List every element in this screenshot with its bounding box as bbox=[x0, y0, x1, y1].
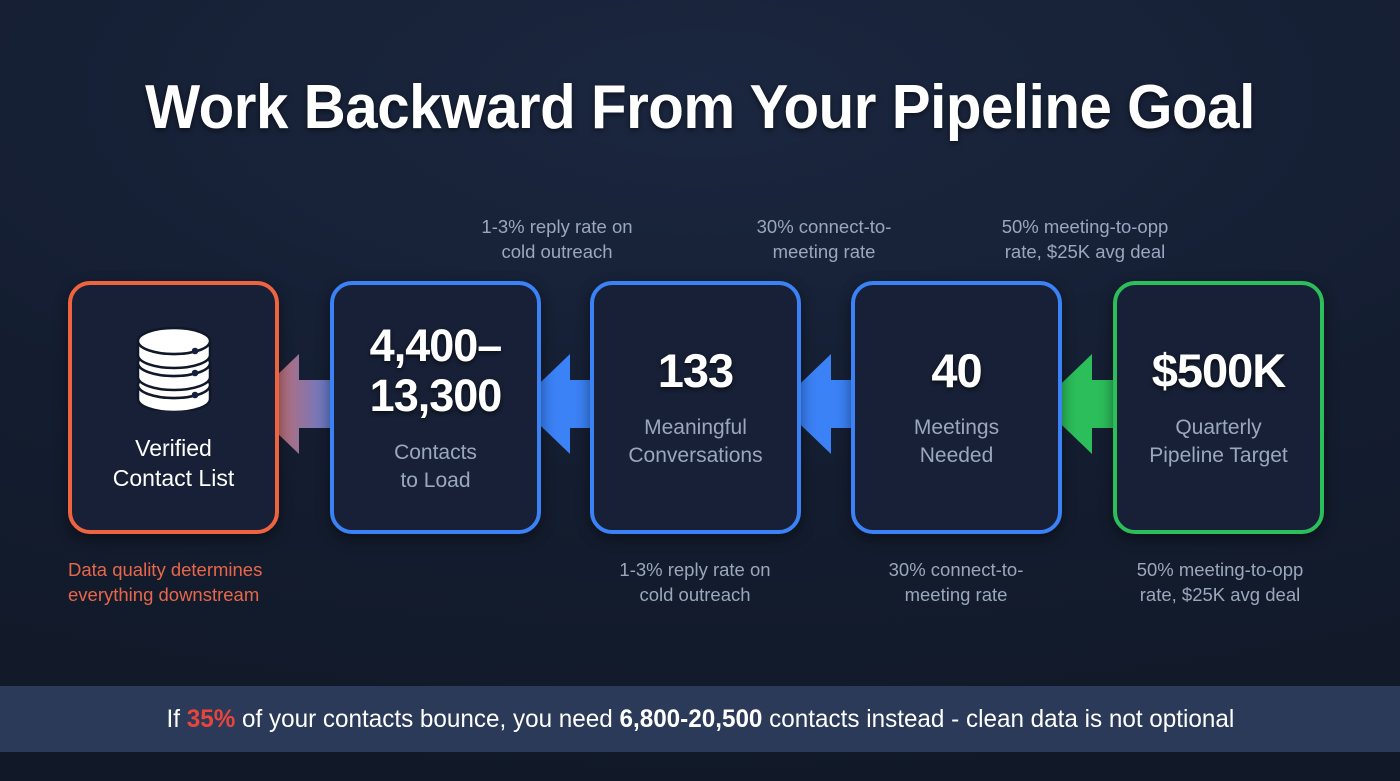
card-meetings-needed[interactable]: 40 Meetings Needed bbox=[851, 281, 1062, 534]
caption-data-quality: Data quality determines everything downs… bbox=[68, 559, 263, 605]
database-icon bbox=[132, 323, 216, 411]
card-value-quarterly-pipeline-target: $500K bbox=[1151, 344, 1286, 397]
caption-bottom-1: 1-3% reply rate on cold outreach bbox=[619, 559, 771, 605]
card-value-contacts-to-load: 4,400– 13,300 bbox=[369, 319, 503, 421]
card-label-contacts-to-load: Contacts to Load bbox=[394, 440, 477, 492]
caption-bottom-3: 50% meeting-to-opp rate, $25K avg deal bbox=[1136, 559, 1304, 605]
caption-top-3: 50% meeting-to-opp rate, $25K avg deal bbox=[1001, 216, 1169, 262]
caption-bottom-2: 30% connect-to- meeting rate bbox=[888, 559, 1024, 605]
caption-top-1: 1-3% reply rate on cold outreach bbox=[481, 216, 633, 262]
banner-text: If 35% of your contacts bounce, you need… bbox=[166, 705, 1234, 734]
card-quarterly-pipeline-target[interactable]: $500K Quarterly Pipeline Target bbox=[1113, 281, 1324, 534]
caption-top-2: 30% connect-to- meeting rate bbox=[756, 216, 892, 262]
card-label-quarterly-pipeline-target: Quarterly Pipeline Target bbox=[1149, 416, 1288, 467]
card-label-meetings-needed: Meetings Needed bbox=[913, 416, 1000, 467]
arrow-meetings-to-conversations bbox=[779, 354, 883, 454]
card-value-meetings-needed: 40 bbox=[931, 344, 982, 397]
card-verified-contact-list[interactable]: Verified Contact List bbox=[68, 281, 279, 534]
banner-bold: 6,800-20,500 bbox=[619, 704, 763, 733]
card-label-verified-contact-list: Verified Contact List bbox=[112, 434, 235, 491]
banner-highlight: 35% bbox=[186, 704, 235, 733]
page-title: Work Backward From Your Pipeline Goal bbox=[145, 73, 1255, 142]
banner-post: contacts instead - clean data is not opt… bbox=[762, 704, 1234, 733]
banner-mid: of your contacts bounce, you need bbox=[234, 704, 620, 733]
card-meaningful-conversations[interactable]: 133 Meaningful Conversations bbox=[590, 281, 801, 534]
card-contacts-to-load[interactable]: 4,400– 13,300 Contacts to Load bbox=[330, 281, 541, 534]
arrow-conversations-to-load bbox=[518, 354, 622, 454]
banner-pre: If bbox=[166, 704, 187, 733]
card-label-meaningful-conversations: Meaningful Conversations bbox=[628, 416, 763, 467]
bottom-banner: If 35% of your contacts bounce, you need… bbox=[0, 686, 1400, 752]
card-value-meaningful-conversations: 133 bbox=[657, 344, 734, 397]
arrow-target-to-meetings bbox=[1040, 354, 1144, 454]
